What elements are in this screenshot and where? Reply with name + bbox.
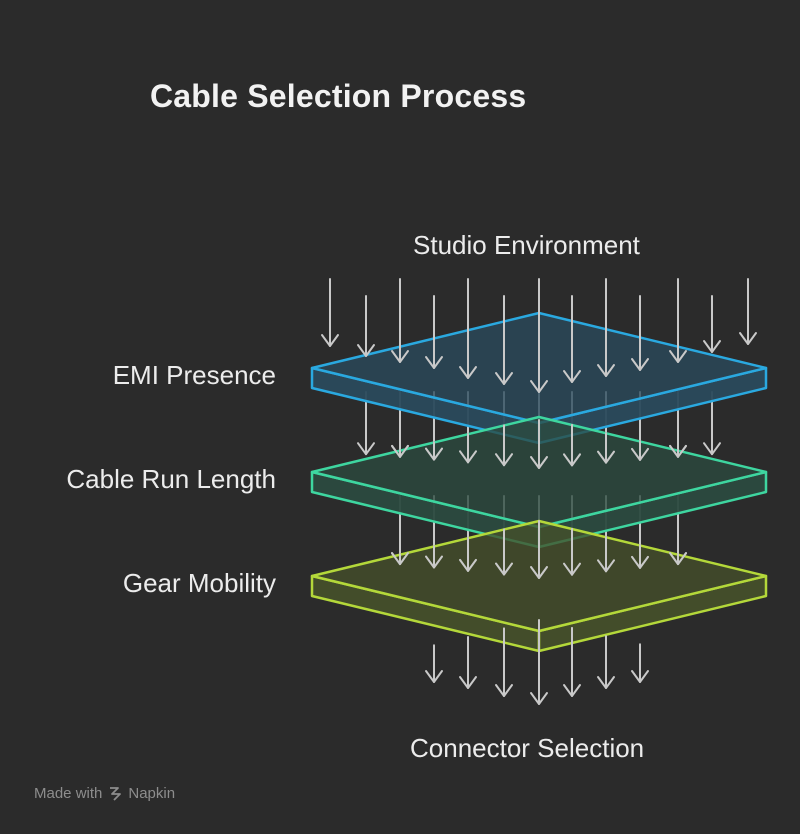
- arrow-input: [631, 295, 649, 371]
- arrow-output: [530, 619, 548, 705]
- footer-brand: Napkin: [128, 785, 176, 802]
- arrow-through-layer3: [459, 537, 477, 572]
- arrow-input: [425, 295, 443, 369]
- arrow-output: [495, 627, 513, 697]
- layer-label-cable-run: Cable Run Length: [66, 464, 276, 494]
- footer-prefix: Made with: [34, 785, 103, 802]
- arrow-through-layer2: [459, 433, 477, 464]
- footer-watermark: Made with Napkin: [34, 785, 175, 802]
- arrow-through-layer2: [563, 423, 581, 467]
- arrow-input: [459, 278, 477, 379]
- arrow-input: [391, 278, 409, 363]
- arrow-through-layer3: [495, 528, 513, 576]
- arrow-input: [739, 278, 757, 345]
- arrow-through-layer3: [391, 552, 409, 566]
- arrow-through-layer3: [597, 536, 615, 573]
- input-label: Studio Environment: [413, 230, 640, 260]
- arrow-input: [495, 295, 513, 385]
- arrow-through-layer3: [631, 544, 649, 569]
- layer-plate: [310, 415, 768, 549]
- arrow-through-layer3: [669, 552, 687, 566]
- diagram-title: Cable Selection Process: [150, 78, 527, 114]
- arrow-through-layer2: [669, 444, 687, 458]
- arrow-through-layer2: [425, 441, 443, 461]
- arrow-output: [563, 626, 581, 697]
- arrow-through-layer2: [495, 424, 513, 467]
- arrow-input: [321, 278, 339, 347]
- layer-label-gear-mobility: Gear Mobility: [122, 568, 276, 598]
- arrow-output: [631, 643, 649, 683]
- arrow-through-layer3: [563, 527, 581, 576]
- napkin-logo-icon: [110, 786, 122, 801]
- arrow-through-layer3: [530, 520, 548, 579]
- arrow-through-layer3: [425, 545, 443, 569]
- arrow-input: [357, 295, 375, 357]
- arrow-input: [530, 278, 548, 393]
- arrow-input: [703, 295, 721, 353]
- arrow-through-layer2: [391, 444, 409, 458]
- arrow-input: [669, 278, 687, 363]
- arrow-output: [425, 644, 443, 683]
- arrow-output: [459, 636, 477, 689]
- arrow-input: [597, 278, 615, 377]
- layer-label-emi: EMI Presence: [112, 360, 276, 390]
- arrow-through-layer2: [597, 432, 615, 464]
- layer-plate: [310, 311, 768, 445]
- arrow-through-layer2: [530, 419, 548, 469]
- arrow-input: [563, 295, 581, 383]
- arrow-output: [597, 635, 615, 689]
- arrow-through-layer2: [631, 440, 649, 461]
- output-label: Connector Selection: [410, 733, 645, 763]
